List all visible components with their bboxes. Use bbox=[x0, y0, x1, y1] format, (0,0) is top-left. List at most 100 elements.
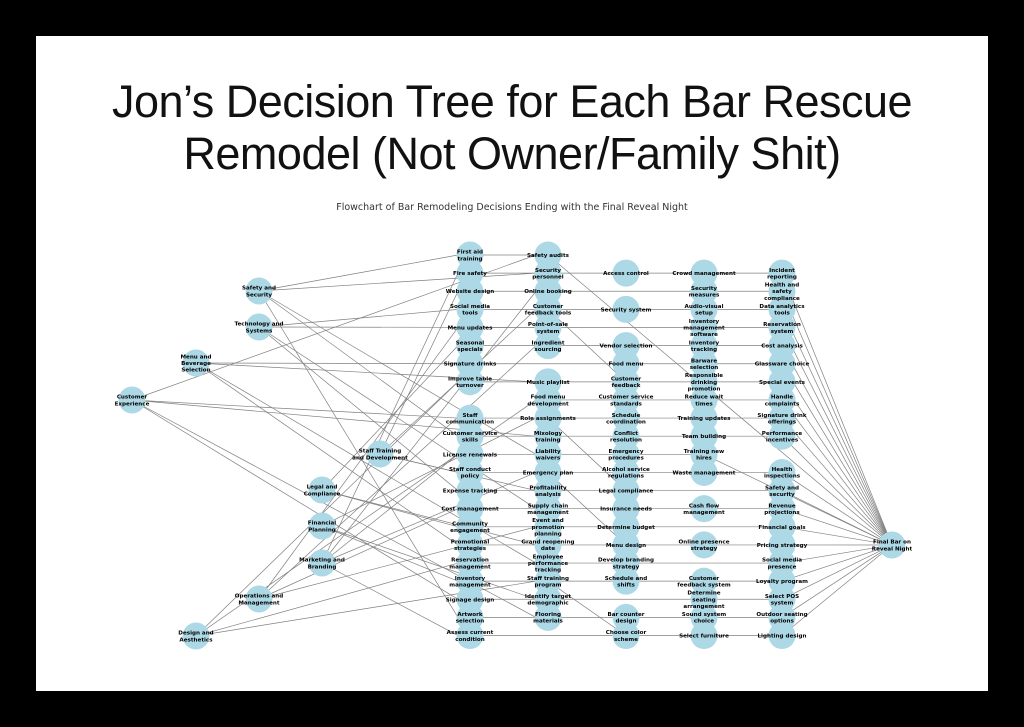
step-node-circle bbox=[456, 368, 484, 396]
category-node-circle bbox=[308, 549, 336, 577]
step-node-label: Vendor selection bbox=[600, 344, 653, 350]
edge bbox=[781, 272, 893, 546]
slide-title: Jon’s Decision Tree for Each Bar Rescue … bbox=[36, 76, 988, 180]
step-node-circle bbox=[768, 422, 796, 450]
edge bbox=[258, 254, 459, 292]
edge bbox=[781, 544, 893, 618]
final-node-circle bbox=[878, 531, 906, 559]
step-node-circle bbox=[768, 622, 796, 650]
step-node-label: Online booking bbox=[524, 289, 572, 295]
edge bbox=[321, 272, 459, 564]
step-node-label: Glassware choice bbox=[755, 362, 810, 368]
edge bbox=[781, 417, 893, 546]
edge bbox=[379, 291, 459, 455]
edge bbox=[258, 290, 459, 618]
step-node-label: Select furniture bbox=[679, 634, 729, 640]
edge bbox=[195, 362, 459, 365]
edge bbox=[131, 399, 459, 600]
category-node-circle bbox=[182, 349, 210, 377]
step-node-circle bbox=[612, 567, 640, 595]
edge bbox=[258, 290, 537, 455]
edge bbox=[547, 472, 627, 546]
step-node-label: Determine budget bbox=[597, 525, 655, 531]
category-node-circle bbox=[182, 622, 210, 650]
category-node-circle bbox=[366, 440, 394, 468]
edge bbox=[131, 399, 459, 419]
step-node-label: Loyalty program bbox=[756, 579, 808, 585]
category-node-circle bbox=[118, 386, 146, 414]
edge bbox=[781, 291, 893, 546]
step-node-label: Cost analysis bbox=[761, 344, 803, 350]
step-node-label: Menu updates bbox=[448, 325, 494, 331]
step-node-label: Pricing strategy bbox=[757, 543, 808, 549]
step-node-circle bbox=[690, 531, 718, 559]
edge bbox=[781, 363, 893, 546]
edge bbox=[195, 362, 459, 546]
flowchart-subtitle: Flowchart of Bar Remodeling Decisions En… bbox=[336, 202, 688, 213]
edge bbox=[258, 508, 459, 600]
edge bbox=[321, 472, 537, 564]
edge bbox=[321, 525, 459, 582]
step-node-label: Financial goals bbox=[758, 525, 806, 531]
edge bbox=[781, 508, 893, 546]
step-node-circle bbox=[690, 458, 718, 486]
edge bbox=[781, 544, 893, 564]
step-node-circle bbox=[690, 622, 718, 650]
edge bbox=[258, 526, 537, 600]
step-node-label: Expense tracking bbox=[443, 489, 497, 495]
step-node-label: Signature drinks bbox=[444, 362, 497, 368]
step-node-label: Fire safety bbox=[453, 271, 487, 277]
step-node-label: Crowd management bbox=[672, 271, 736, 277]
edge bbox=[781, 526, 893, 546]
step-node-label: Legal compliance bbox=[599, 489, 654, 495]
step-node-label: Cost management bbox=[441, 507, 499, 513]
category-node-circle bbox=[245, 277, 273, 305]
edge bbox=[781, 435, 893, 546]
edge bbox=[781, 399, 893, 546]
step-node-label: Waste management bbox=[673, 470, 736, 476]
edge bbox=[781, 544, 893, 636]
edge bbox=[195, 562, 459, 637]
step-node-label: Emergency plan bbox=[523, 470, 574, 476]
